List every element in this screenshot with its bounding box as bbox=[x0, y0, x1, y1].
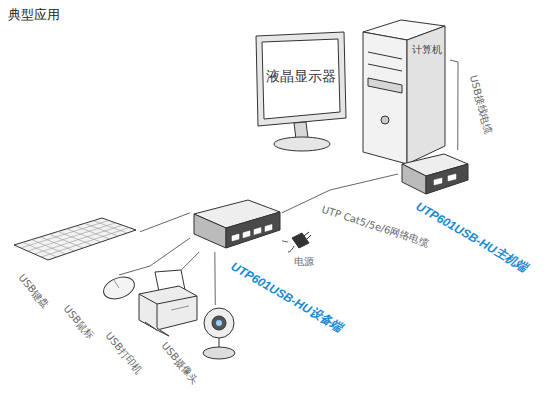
usb-camera-drawing bbox=[195, 305, 240, 361]
camera-head bbox=[204, 308, 234, 338]
drive-bay-line bbox=[368, 52, 402, 59]
usb-printer-label: USB打印机 bbox=[103, 330, 144, 376]
computer-tower: 计算机 bbox=[355, 18, 450, 168]
computer-tower-label: 计算机 bbox=[412, 44, 442, 56]
cable-line bbox=[214, 252, 215, 305]
printer-tray bbox=[145, 322, 169, 336]
tower-side bbox=[407, 26, 445, 164]
adapter-cord bbox=[288, 246, 294, 252]
unit-left bbox=[194, 214, 226, 248]
monitor-drawing bbox=[250, 30, 350, 155]
cable-line bbox=[282, 241, 288, 242]
adapter-prong bbox=[304, 232, 311, 239]
usb-printer-drawing bbox=[135, 270, 201, 338]
printer-panel bbox=[171, 306, 189, 310]
port bbox=[448, 174, 456, 181]
host-unit: UTP601USB-HU主机端 bbox=[398, 150, 470, 198]
unit-front bbox=[226, 212, 280, 248]
usb-port bbox=[265, 224, 272, 231]
usb-keyboard-label: USB键盘 bbox=[16, 272, 51, 310]
power-adapter-drawing bbox=[288, 230, 312, 254]
camera-base bbox=[203, 347, 235, 359]
device-unit-label: UTP601USB-HU设备端 bbox=[228, 260, 345, 335]
adapter-body bbox=[292, 233, 309, 248]
camera-lens bbox=[212, 316, 226, 330]
usb-port bbox=[254, 228, 261, 235]
monitor-screen bbox=[262, 39, 340, 119]
cable-line bbox=[140, 213, 190, 232]
cable-line bbox=[181, 252, 199, 270]
computer-tower-drawing bbox=[355, 18, 450, 168]
usb-camera-label: USB摄像头 bbox=[159, 340, 200, 386]
usb-port bbox=[243, 231, 250, 238]
drive-bay-line bbox=[368, 64, 402, 71]
usb-mouse-drawing bbox=[100, 275, 138, 301]
host-unit-drawing bbox=[398, 150, 470, 198]
usb-printer: USB打印机 bbox=[135, 270, 201, 338]
unit-front bbox=[426, 164, 468, 194]
unit-left bbox=[402, 164, 426, 194]
tower-front bbox=[363, 32, 407, 164]
usb-keyboard-drawing bbox=[10, 215, 140, 263]
usb-mouse: USB鼠标 bbox=[100, 275, 138, 301]
drive-bay bbox=[368, 78, 402, 93]
printer-edge bbox=[139, 294, 197, 330]
diagram-title: 典型应用 bbox=[8, 6, 60, 24]
power-adapter: 电源 bbox=[288, 230, 312, 254]
usb-keyboard: USB键盘 bbox=[10, 215, 140, 263]
mouse-button-split bbox=[114, 280, 119, 288]
cable-label: USB接线电缆 bbox=[467, 72, 495, 137]
device-unit-drawing bbox=[190, 196, 282, 252]
lens-glass bbox=[216, 320, 222, 326]
monitor-bezel bbox=[256, 32, 346, 126]
key-grid bbox=[21, 220, 129, 257]
device-unit: UTP601USB-HU设备端 bbox=[190, 196, 282, 252]
monitor-label: 液晶显示器 bbox=[264, 68, 338, 84]
monitor-neck bbox=[294, 122, 308, 139]
usb-port bbox=[232, 234, 239, 241]
power-adapter-label: 电源 bbox=[294, 256, 314, 268]
mouse-body bbox=[101, 273, 138, 303]
keyboard-body bbox=[14, 218, 136, 260]
cable-line bbox=[119, 238, 190, 275]
usb-camera: USB摄像头 bbox=[195, 305, 240, 361]
monitor: 液晶显示器 bbox=[250, 30, 350, 155]
cable-line bbox=[450, 60, 458, 150]
port bbox=[434, 178, 442, 185]
usb-mouse-label: USB鼠标 bbox=[61, 303, 96, 341]
cable-line bbox=[282, 174, 398, 213]
monitor-base bbox=[274, 137, 330, 151]
power-button bbox=[381, 116, 389, 124]
